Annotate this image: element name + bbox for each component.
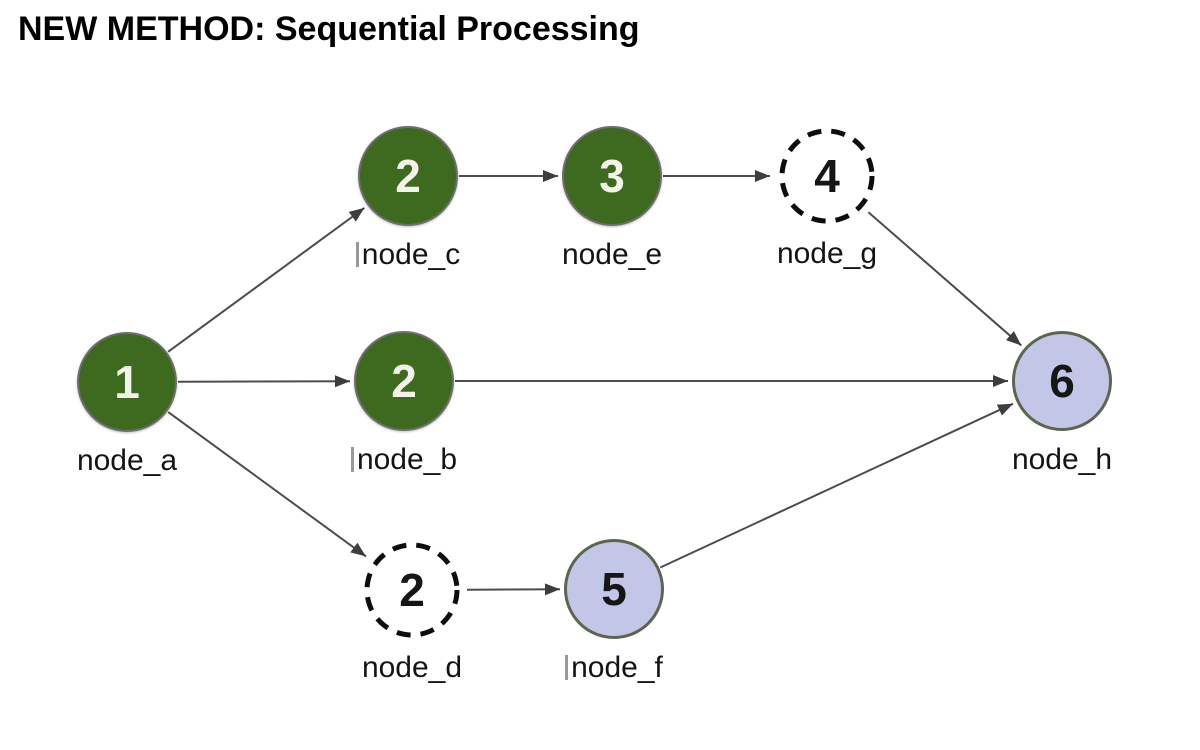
node-node_c[interactable]: 2	[358, 126, 458, 226]
node-label-text: node_d	[361, 651, 463, 684]
node-label-node_e: node_e	[492, 238, 732, 272]
node-label-node_a: node_a	[7, 444, 247, 478]
dashed-circle-outline	[364, 542, 460, 638]
node-value-node_d: 2	[399, 564, 425, 616]
text-cursor-caret	[355, 242, 359, 267]
node-value-node_a: 1	[114, 356, 140, 408]
edge-node_a-node_c	[167, 207, 365, 353]
node-label-text: node_g	[776, 237, 878, 270]
node-label-node_h: node_h	[942, 443, 1182, 477]
text-cursor-caret	[565, 655, 569, 680]
node-value-node_c: 2	[395, 150, 421, 202]
edge-node_a-node_b	[177, 375, 351, 388]
node-label-text: node_f	[571, 651, 663, 684]
edge-node_f-node_h	[659, 402, 1014, 569]
edge-node_g-node_h	[867, 211, 1022, 347]
node-value-node_b: 2	[391, 355, 417, 407]
node-label-node_f: node_f	[494, 651, 734, 685]
node-node_f[interactable]: 5	[564, 539, 664, 639]
node-label-text: node_e	[561, 238, 663, 271]
node-value-node_g: 4	[814, 150, 840, 202]
node-node_e[interactable]: 3	[562, 126, 662, 226]
node-label-text: node_h	[1011, 443, 1113, 476]
node-node_d[interactable]: 2	[363, 541, 461, 639]
node-label-text: node_c	[361, 238, 461, 271]
node-node_a[interactable]: 1	[77, 332, 177, 432]
node-node_b[interactable]: 2	[354, 331, 454, 431]
node-label-node_c: node_c	[288, 238, 528, 272]
node-value-node_e: 3	[599, 150, 625, 202]
node-value-node_f: 5	[601, 563, 627, 615]
dashed-circle-outline	[779, 128, 875, 224]
diagram-title: NEW METHOD: Sequential Processing	[18, 10, 640, 48]
edge-node_a-node_d	[167, 411, 367, 558]
node-label-text: node_a	[76, 444, 178, 477]
node-label-node_b: node_b	[284, 443, 524, 477]
node-label-node_g: node_g	[707, 237, 947, 271]
node-node_h[interactable]: 6	[1012, 331, 1112, 431]
node-value-node_h: 6	[1049, 355, 1075, 407]
node-label-text: node_b	[356, 443, 458, 476]
text-cursor-caret	[350, 447, 354, 472]
node-node_g[interactable]: 4	[778, 127, 876, 225]
node-label-node_d: node_d	[292, 651, 532, 685]
